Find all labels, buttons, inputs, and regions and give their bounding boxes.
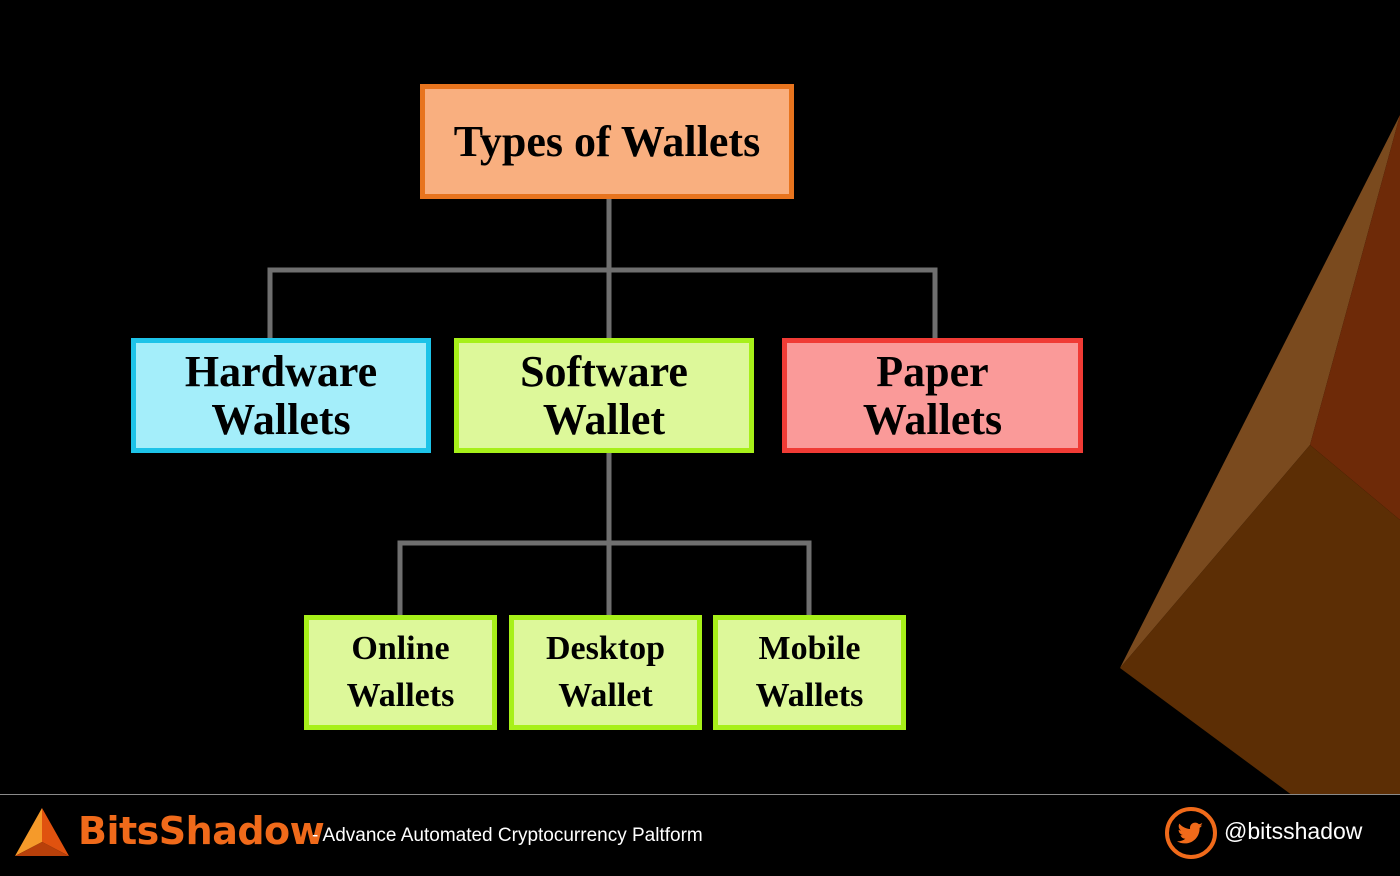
twitter-bird-icon[interactable] — [1164, 806, 1218, 860]
node-types-of-wallets: Types of Wallets — [420, 84, 794, 199]
node-label-line: Desktop — [545, 629, 666, 667]
orange-triangle-logo-icon — [15, 808, 69, 856]
node-desktop-wallet: Desktop Wallet — [509, 615, 702, 730]
node-label-line: Mobile — [758, 629, 861, 667]
node-label-line: Wallets — [211, 394, 351, 444]
node-label-line: Wallet — [542, 394, 666, 444]
node-paper-wallets: Paper Wallets — [782, 338, 1083, 453]
node-software-wallet: Software Wallet — [454, 338, 754, 453]
node-label-line: Wallets — [346, 676, 455, 714]
brand-name: BitsShadow — [78, 809, 325, 853]
node-label: Types of Wallets — [453, 116, 761, 166]
node-label-line: Software — [520, 346, 688, 396]
node-label-line: Hardware — [184, 346, 378, 396]
node-label-line: Online — [351, 629, 450, 667]
node-hardware-wallets: Hardware Wallets — [131, 338, 431, 453]
twitter-handle[interactable]: @bitsshadow — [1224, 818, 1363, 844]
node-mobile-wallets: Mobile Wallets — [713, 615, 906, 730]
node-online-wallets: Online Wallets — [304, 615, 497, 730]
node-label-line: Wallets — [862, 394, 1003, 444]
node-label-line: Paper — [876, 346, 989, 396]
brand-tagline: - Advance Automated Cryptocurrency Paltf… — [312, 825, 703, 846]
node-label-line: Wallets — [755, 676, 864, 714]
node-label-line: Wallet — [558, 676, 653, 714]
